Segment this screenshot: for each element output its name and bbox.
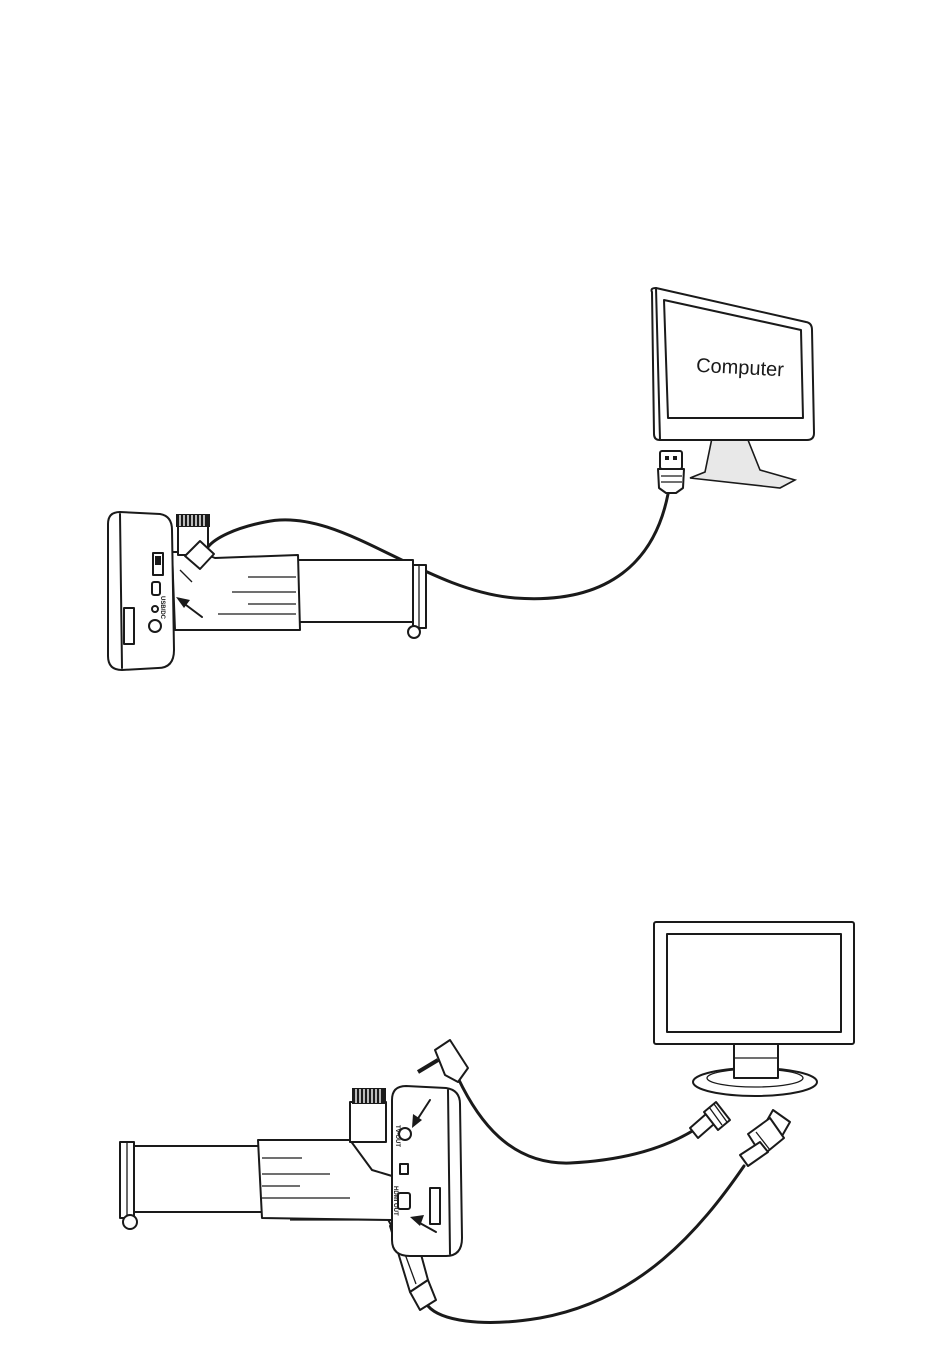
computer-screen-label: Computer: [696, 355, 785, 382]
av-cable: [458, 1078, 694, 1163]
microscope-top: USB/DC: [108, 512, 426, 670]
hdmi-out-label: HDMI OUT: [392, 1186, 398, 1216]
tv-out-label: TV-OUT: [394, 1125, 400, 1147]
microscope-bottom: TV-OUT HDMI OUT: [120, 1086, 462, 1256]
focus-knob-bottom: [350, 1102, 386, 1142]
tv-screen: [667, 934, 841, 1032]
usb-dc-port: [152, 582, 160, 595]
sd-card-slot: [400, 1164, 408, 1174]
lcd-housing-top: [108, 512, 174, 670]
usb-connection-scene: Computer: [108, 288, 814, 670]
usb-a-housing: [658, 469, 684, 493]
usb-dc-label: USB/DC: [159, 596, 165, 620]
lens-tube-bottom: [134, 1146, 262, 1212]
tv-connection-scene: TV-OUT HDMI OUT: [120, 922, 854, 1322]
av-plug: [418, 1040, 468, 1082]
microscope-body-bottom: [258, 1140, 392, 1220]
monitor-stand: [690, 438, 795, 488]
usb-a-plug: [658, 451, 684, 493]
usb-a-metal-tip: [660, 451, 682, 469]
tv-monitor: [654, 922, 854, 1096]
rca-plug: [690, 1102, 730, 1138]
lens-tube-top: [298, 560, 413, 622]
power-jack-top: [149, 620, 161, 632]
hdmi-plug-tv: [740, 1110, 790, 1166]
microscope-body-top: [172, 552, 300, 630]
hdmi-out-port: [398, 1193, 410, 1209]
hdmi-cable: [428, 1166, 744, 1322]
tv-stand: [734, 1040, 778, 1078]
